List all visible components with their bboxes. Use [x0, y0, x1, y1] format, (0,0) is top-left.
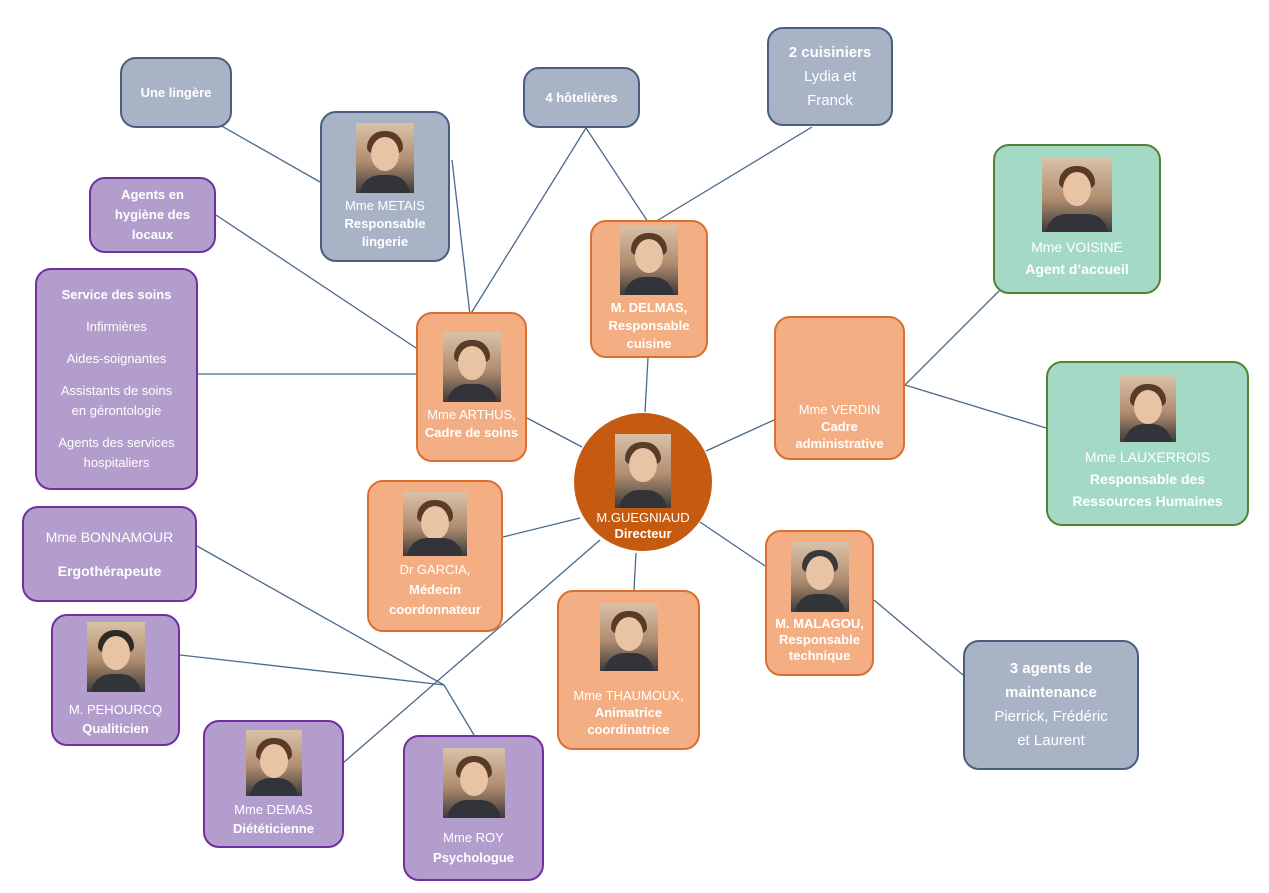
hygiene-line2: hygiène des [114, 207, 191, 222]
lauxerrois-role-line2: Ressources Humaines [1072, 492, 1223, 509]
lauxerrois-photo [1119, 375, 1176, 442]
garcia-box: Dr GARCIA, Médecin coordonnateur [367, 480, 503, 632]
delmas-name: M. DELMAS, [610, 300, 688, 315]
bonnamour-name: Mme BONNAMOUR [45, 529, 174, 545]
lingere-label: Une lingère [140, 84, 212, 100]
hotelieres-box: 4 hôtelières [523, 67, 640, 128]
delmas-role-line1: Responsable [608, 318, 690, 333]
arthus-role: Cadre de soins [424, 425, 519, 440]
roy-photo [442, 748, 505, 818]
cuisiniers-title: 2 cuisiniers [788, 43, 872, 61]
bonnamour-box: Mme BONNAMOUR Ergothérapeute [22, 506, 197, 602]
maintenance-line2: et Laurent [1017, 732, 1085, 749]
delmas-box: M. DELMAS, Responsable cuisine [590, 220, 708, 358]
cuisiniers-box: 2 cuisiniers Lydia et Franck [767, 27, 893, 126]
pehourcq-role: Qualiticien [82, 721, 149, 736]
verdin-role-line2: administrative [795, 436, 884, 451]
garcia-name: Dr GARCIA, [399, 562, 471, 577]
hygiene-box: Agents en hygiène des locaux [89, 177, 216, 253]
garcia-role-line2: coordonnateur [389, 602, 481, 617]
soins-title: Service des soins [61, 287, 172, 302]
delmas-photo [620, 225, 678, 295]
guegniaud-circle: M.GUEGNIAUD Directeur [574, 413, 712, 551]
maintenance-box: 3 agents de maintenance Pierrick, Frédér… [963, 640, 1139, 770]
thaumoux-role-line1: Animatrice [594, 704, 663, 720]
hygiene-line3: locaux [131, 227, 174, 242]
roy-name: Mme ROY [443, 830, 504, 845]
thaumoux-box: Mme THAUMOUX, Animatrice coordinatrice [557, 590, 700, 750]
demas-photo [245, 730, 302, 796]
verdin-role-line1: Cadre [821, 419, 858, 434]
maintenance-line1: Pierrick, Frédéric [994, 708, 1108, 725]
pehourcq-photo [86, 622, 145, 692]
soins-item-gerontologie: en gérontologie [71, 403, 162, 418]
malagou-role-line2: technique [788, 648, 851, 663]
voisine-box: Mme VOISINE Agent d’accueil [993, 144, 1161, 294]
lingere-box: Une lingère [120, 57, 232, 128]
guegniaud-role: Directeur [614, 526, 672, 541]
lauxerrois-box: Mme LAUXERROIS Responsable des Ressource… [1046, 361, 1249, 526]
garcia-role-line1: Médecin [408, 582, 461, 597]
voisine-name: Mme VOISINE [1031, 239, 1123, 255]
demas-box: Mme DEMAS Diététicienne [203, 720, 344, 848]
thaumoux-name: Mme THAUMOUX, [573, 687, 684, 703]
metais-box: Mme METAIS Responsable lingerie [320, 111, 450, 262]
cuisiniers-line1: Lydia et [804, 67, 856, 85]
soins-item-hospitaliers: hospitaliers [83, 455, 150, 470]
roy-role: Psychologue [433, 850, 514, 865]
arthus-name: Mme ARTHUS, [427, 407, 516, 422]
malagou-box: M. MALAGOU, Responsable technique [765, 530, 874, 676]
soins-item-aides-soignantes: Aides-soignantes [66, 351, 167, 366]
pehourcq-name: M. PEHOURCQ [68, 702, 163, 717]
demas-role: Diététicienne [233, 821, 314, 836]
maintenance-title-line1: 3 agents de [1009, 660, 1093, 677]
metais-role-line2: lingerie [361, 233, 409, 249]
thaumoux-role-line2: coordinatrice [587, 721, 670, 737]
delmas-role-line2: cuisine [626, 336, 672, 351]
metais-photo [356, 122, 414, 193]
hotelieres-label: 4 hôtelières [545, 89, 618, 105]
thaumoux-photo [599, 602, 658, 671]
pehourcq-box: M. PEHOURCQ Qualiticien [51, 614, 180, 746]
arthus-photo [442, 332, 501, 402]
maintenance-title-line2: maintenance [1005, 684, 1097, 701]
bonnamour-role: Ergothérapeute [57, 563, 162, 579]
voisine-role: Agent d’accueil [1025, 261, 1129, 277]
malagou-role-line1: Responsable [779, 632, 860, 647]
cuisiniers-line2: Franck [807, 91, 853, 109]
guegniaud-name: M.GUEGNIAUD [596, 510, 690, 525]
guegniaud-photo [615, 434, 671, 508]
malagou-photo [790, 542, 849, 612]
garcia-photo [403, 492, 467, 556]
lauxerrois-name: Mme LAUXERROIS [1084, 448, 1211, 465]
arthus-box: Mme ARTHUS, Cadre de soins [416, 312, 527, 462]
lauxerrois-role-line1: Responsable des [1089, 470, 1206, 487]
verdin-name: Mme VERDIN [798, 402, 881, 417]
soins-item-agents-services: Agents des services [58, 435, 175, 450]
soins-item-assistants: Assistants de soins [60, 383, 173, 398]
metais-name: Mme METAIS [345, 197, 425, 213]
soins-box: Service des soins Infirmières Aides-soig… [35, 268, 198, 490]
roy-box: Mme ROY Psychologue [403, 735, 544, 881]
malagou-name: M. MALAGOU, [775, 616, 864, 631]
voisine-photo [1042, 158, 1112, 232]
verdin-box: Mme VERDIN Cadre administrative [774, 316, 905, 460]
hygiene-line1: Agents en [121, 187, 184, 202]
demas-name: Mme DEMAS [234, 802, 313, 817]
soins-item-infirmieres: Infirmières [86, 319, 147, 334]
metais-role-line1: Responsable [344, 215, 426, 231]
